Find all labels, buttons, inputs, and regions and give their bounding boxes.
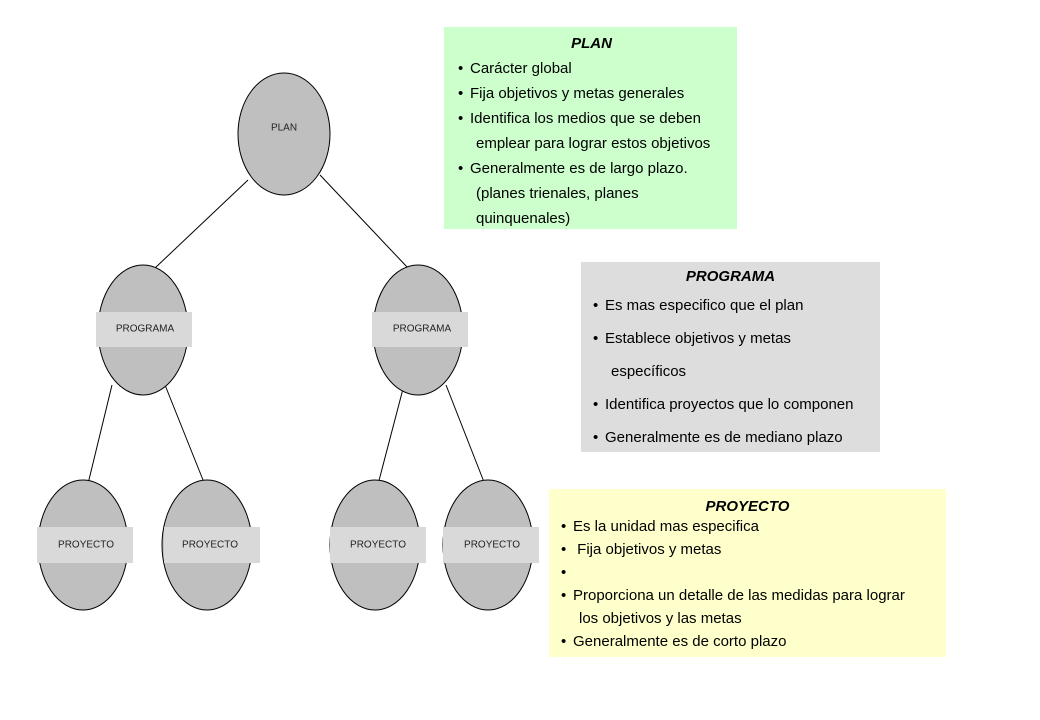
node-programa-1: PROGRAMA <box>96 264 192 396</box>
programa-bullet-list: Es mas especifico que el plan Establece … <box>591 289 870 454</box>
list-item: Fija objetivos y metas generales <box>456 81 727 106</box>
programa-item-text: Generalmente es de mediano plazo <box>605 429 843 446</box>
list-item: Fija objetivos y metas <box>559 538 936 561</box>
connector-programa2-proyecto3 <box>375 384 405 493</box>
node-proyecto-label: PROYECTO <box>464 540 520 551</box>
node-proyecto-label: PROYECTO <box>350 540 406 551</box>
connector-programa1-proyecto2 <box>164 384 206 486</box>
programa-item-text: Identifica proyectos que lo componen <box>605 396 854 413</box>
list-item: Generalmente es de largo plazo. (planes … <box>456 156 727 231</box>
proyecto-item-text: Es la unidad mas especifica <box>573 518 759 535</box>
list-item: Generalmente es de corto plazo <box>559 630 936 653</box>
plan-panel-title: PLAN <box>571 35 612 52</box>
programa-item-text: Es mas especifico que el plan <box>605 297 804 314</box>
list-item: Establece objetivos y metas específicos <box>591 322 870 388</box>
connector-plan-programa-1 <box>154 179 249 269</box>
list-item: Es mas especifico que el plan <box>591 289 870 322</box>
node-proyecto-1: PROYECTO <box>37 479 133 611</box>
list-item: Proporciona un detalle de las medidas pa… <box>559 584 936 630</box>
list-item: Es la unidad mas especifica <box>559 515 936 538</box>
node-programa-label: PROGRAMA <box>393 324 452 335</box>
plan-item-continuation: quinquenales) <box>476 210 571 227</box>
connectors <box>85 174 485 493</box>
node-proyecto-4: PROYECTO <box>442 479 539 611</box>
proyecto-item-continuation: los objetivos y las metas <box>579 610 742 627</box>
proyecto-item-text: Generalmente es de corto plazo <box>573 633 787 650</box>
proyecto-description-panel: PROYECTO Es la unidad mas especifica Fij… <box>549 489 946 657</box>
node-plan: PLAN <box>237 72 331 196</box>
list-item: Generalmente es de mediano plazo <box>591 421 870 454</box>
plan-item-text: Identifica los medios que se deben <box>470 110 701 127</box>
node-proyecto-label: PROYECTO <box>182 540 238 551</box>
list-item <box>559 561 936 584</box>
connector-programa2-proyecto4 <box>445 384 485 483</box>
proyecto-bullet-list: Es la unidad mas especifica Fija objetiv… <box>559 515 936 653</box>
plan-item-text: Generalmente es de largo plazo. <box>470 160 688 177</box>
node-proyecto-3: PROYECTO <box>329 479 426 611</box>
node-programa-label: PROGRAMA <box>116 324 175 335</box>
proyecto-panel-title: PROYECTO <box>705 498 790 515</box>
list-item: Identifica los medios que se deben emple… <box>456 106 727 156</box>
proyecto-item-text: Fija objetivos y metas <box>573 541 722 558</box>
plan-item-continuation: (planes trienales, planes <box>476 185 639 202</box>
programa-description-panel: PROGRAMA Es mas especifico que el plan E… <box>581 262 880 454</box>
plan-item-text: Carácter global <box>470 60 572 77</box>
plan-item-continuation: emplear para lograr estos objetivos <box>476 135 711 152</box>
node-proyecto-2: PROYECTO <box>161 479 260 611</box>
proyecto-item-text: Proporciona un detalle de las medidas pa… <box>573 587 905 604</box>
connector-plan-programa-2 <box>319 174 409 269</box>
node-programa-2: PROGRAMA <box>372 264 468 396</box>
list-item: Identifica proyectos que lo componen <box>591 388 870 421</box>
node-proyecto-label: PROYECTO <box>58 540 114 551</box>
plan-description-panel: PLAN Carácter global Fija objetivos y me… <box>444 27 737 229</box>
list-item: Carácter global <box>456 56 727 81</box>
connector-programa1-proyecto1 <box>85 384 113 493</box>
programa-panel-title: PROGRAMA <box>685 268 776 285</box>
programa-item-text: Establece objetivos y metas <box>605 330 791 347</box>
plan-item-text: Fija objetivos y metas generales <box>470 85 685 102</box>
node-plan-label: PLAN <box>271 123 297 134</box>
programa-item-continuation: específicos <box>611 363 687 380</box>
plan-bullet-list: Carácter global Fija objetivos y metas g… <box>456 56 727 231</box>
